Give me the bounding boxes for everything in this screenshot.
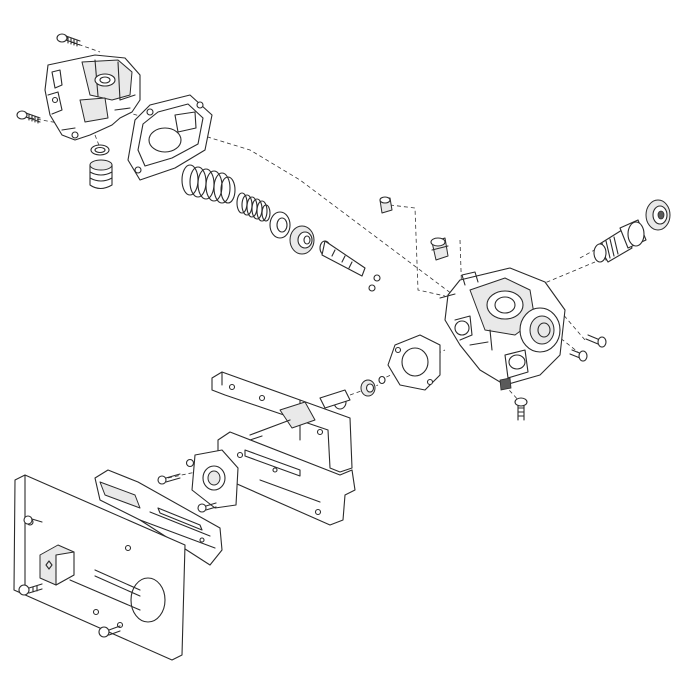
small-spring [236,192,271,222]
top-bushing [89,144,113,190]
face-plate [13,474,186,661]
valve-stem [319,240,381,292]
screw-mid-2 [197,502,217,513]
housing-gasket [127,94,213,181]
valve-body [439,267,566,391]
screw-bottom-2 [18,583,43,596]
body-gasket [387,334,441,391]
screw-body-2 [569,349,588,362]
large-spring [181,164,236,204]
screw-top-2 [16,110,41,124]
top-housing [44,54,141,141]
small-cartridge [430,237,449,261]
screw-top-1 [56,33,81,47]
slide-lever [94,469,223,566]
screw-bottom-3 [98,625,121,638]
square-gasket [191,449,239,509]
screw-body-3 [514,397,528,421]
pilot-cartridge [593,219,647,263]
screw-bottom-1 [23,515,43,525]
screw-mid-1 [157,473,181,485]
screw-mid-3 [185,458,195,468]
small-plug [379,196,393,214]
screw-body-1 [585,334,607,348]
diaphragm-washer [269,211,315,255]
knob-cap [645,199,671,231]
upper-bracket [211,371,353,473]
